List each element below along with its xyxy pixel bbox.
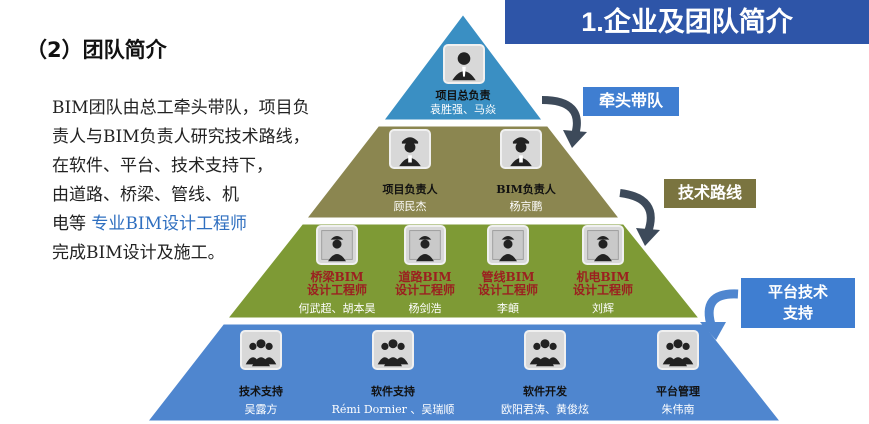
team-icon [240, 330, 282, 370]
desc-line: 责人与BIM负责人研究技术路线， [52, 127, 310, 147]
worker-icon [389, 129, 431, 169]
tier4-role: 软件支持 [371, 385, 415, 398]
tier2-names: 顾民杰 [393, 200, 427, 213]
team-icon [524, 330, 566, 370]
desc-highlight: 专业BIM设计工程师 [91, 214, 248, 234]
tier1-names: 袁胜强、马焱 [430, 103, 496, 116]
tier2-names: 杨京鹏 [509, 200, 543, 213]
pyramid-tier-4 [142, 321, 786, 424]
curve-arrow-head-icon [636, 228, 660, 246]
section-banner: 1.企业及团队简介 [505, 0, 869, 44]
pyramid-tier-2 [301, 123, 625, 221]
tier4-names: 吴露方 [244, 403, 278, 416]
callout-platform-line1: 平台技术 [767, 284, 828, 301]
desc-line: 电等 专业BIM设计工程师 [52, 210, 342, 239]
desc-line: 在软件、平台、技术支持下， [52, 156, 273, 176]
desc-text: 电等 [52, 214, 86, 234]
tier3-names: 杨剑浩 [408, 302, 442, 315]
desc-line: BIM团队由总工牵头带队，项目负 [52, 98, 310, 118]
tier4-names: 朱伟南 [661, 403, 695, 416]
tier4-role: 平台管理 [656, 385, 700, 398]
desc-line: 由道路、桥梁、管线、机 [52, 185, 239, 205]
desc-line: 完成BIM设计及施工。 [52, 243, 225, 263]
curve-arrow-head-icon [563, 130, 587, 148]
tier2-role: BIM负责人 [496, 183, 556, 196]
team-icon [372, 330, 414, 370]
tier3-role-l2: 设计工程师 [306, 283, 367, 297]
curve-arrow-head-icon [700, 322, 726, 340]
engineer-icon [404, 225, 446, 265]
tier3-role-l1: 道路BIM [398, 270, 452, 284]
tier1-role: 项目总负责 [435, 89, 491, 102]
tier4-names: Rémi Dornier 、吴瑞顺 [331, 403, 455, 416]
tier2-role: 项目负责人 [382, 183, 438, 196]
section-subtitle: （2）团队简介 [26, 38, 167, 62]
team-description: BIM团队由总工牵头带队，项目负 责人与BIM负责人研究技术路线， 在软件、平台… [52, 94, 342, 268]
tier4-names: 欧阳君涛、黄俊炫 [501, 403, 589, 416]
tier3-role-l2: 设计工程师 [477, 283, 538, 297]
tier3-role-l1: 管线BIM [481, 270, 535, 284]
callout-platform: 平台技术支持 [741, 278, 855, 328]
callout-platform-line2: 支持 [782, 305, 813, 322]
engineer-icon [487, 225, 529, 265]
worker-icon [500, 129, 542, 169]
manager-icon [443, 44, 485, 84]
engineer-icon [316, 225, 358, 265]
team-icon [657, 330, 699, 370]
tier3-role-l1: 机电BIM [576, 270, 630, 284]
curve-arrow-icon [619, 189, 655, 234]
tier3-role-l1: 桥梁BIM [310, 270, 364, 284]
tier4-role: 软件开发 [523, 385, 567, 398]
curve-arrow-icon [704, 289, 739, 330]
tier3-names: 刘辉 [592, 302, 614, 315]
callout-route: 技术路线 [664, 179, 756, 208]
tier3-role-l2: 设计工程师 [394, 283, 455, 297]
callout-lead: 牵头带队 [583, 87, 679, 116]
tier3-role-l2: 设计工程师 [572, 283, 633, 297]
engineer-icon [582, 225, 624, 265]
tier3-names: 李頔 [497, 302, 519, 315]
tier3-names: 何武超、胡本昊 [298, 302, 376, 315]
tier4-role: 技术支持 [239, 385, 283, 398]
curve-arrow-icon [541, 96, 581, 137]
